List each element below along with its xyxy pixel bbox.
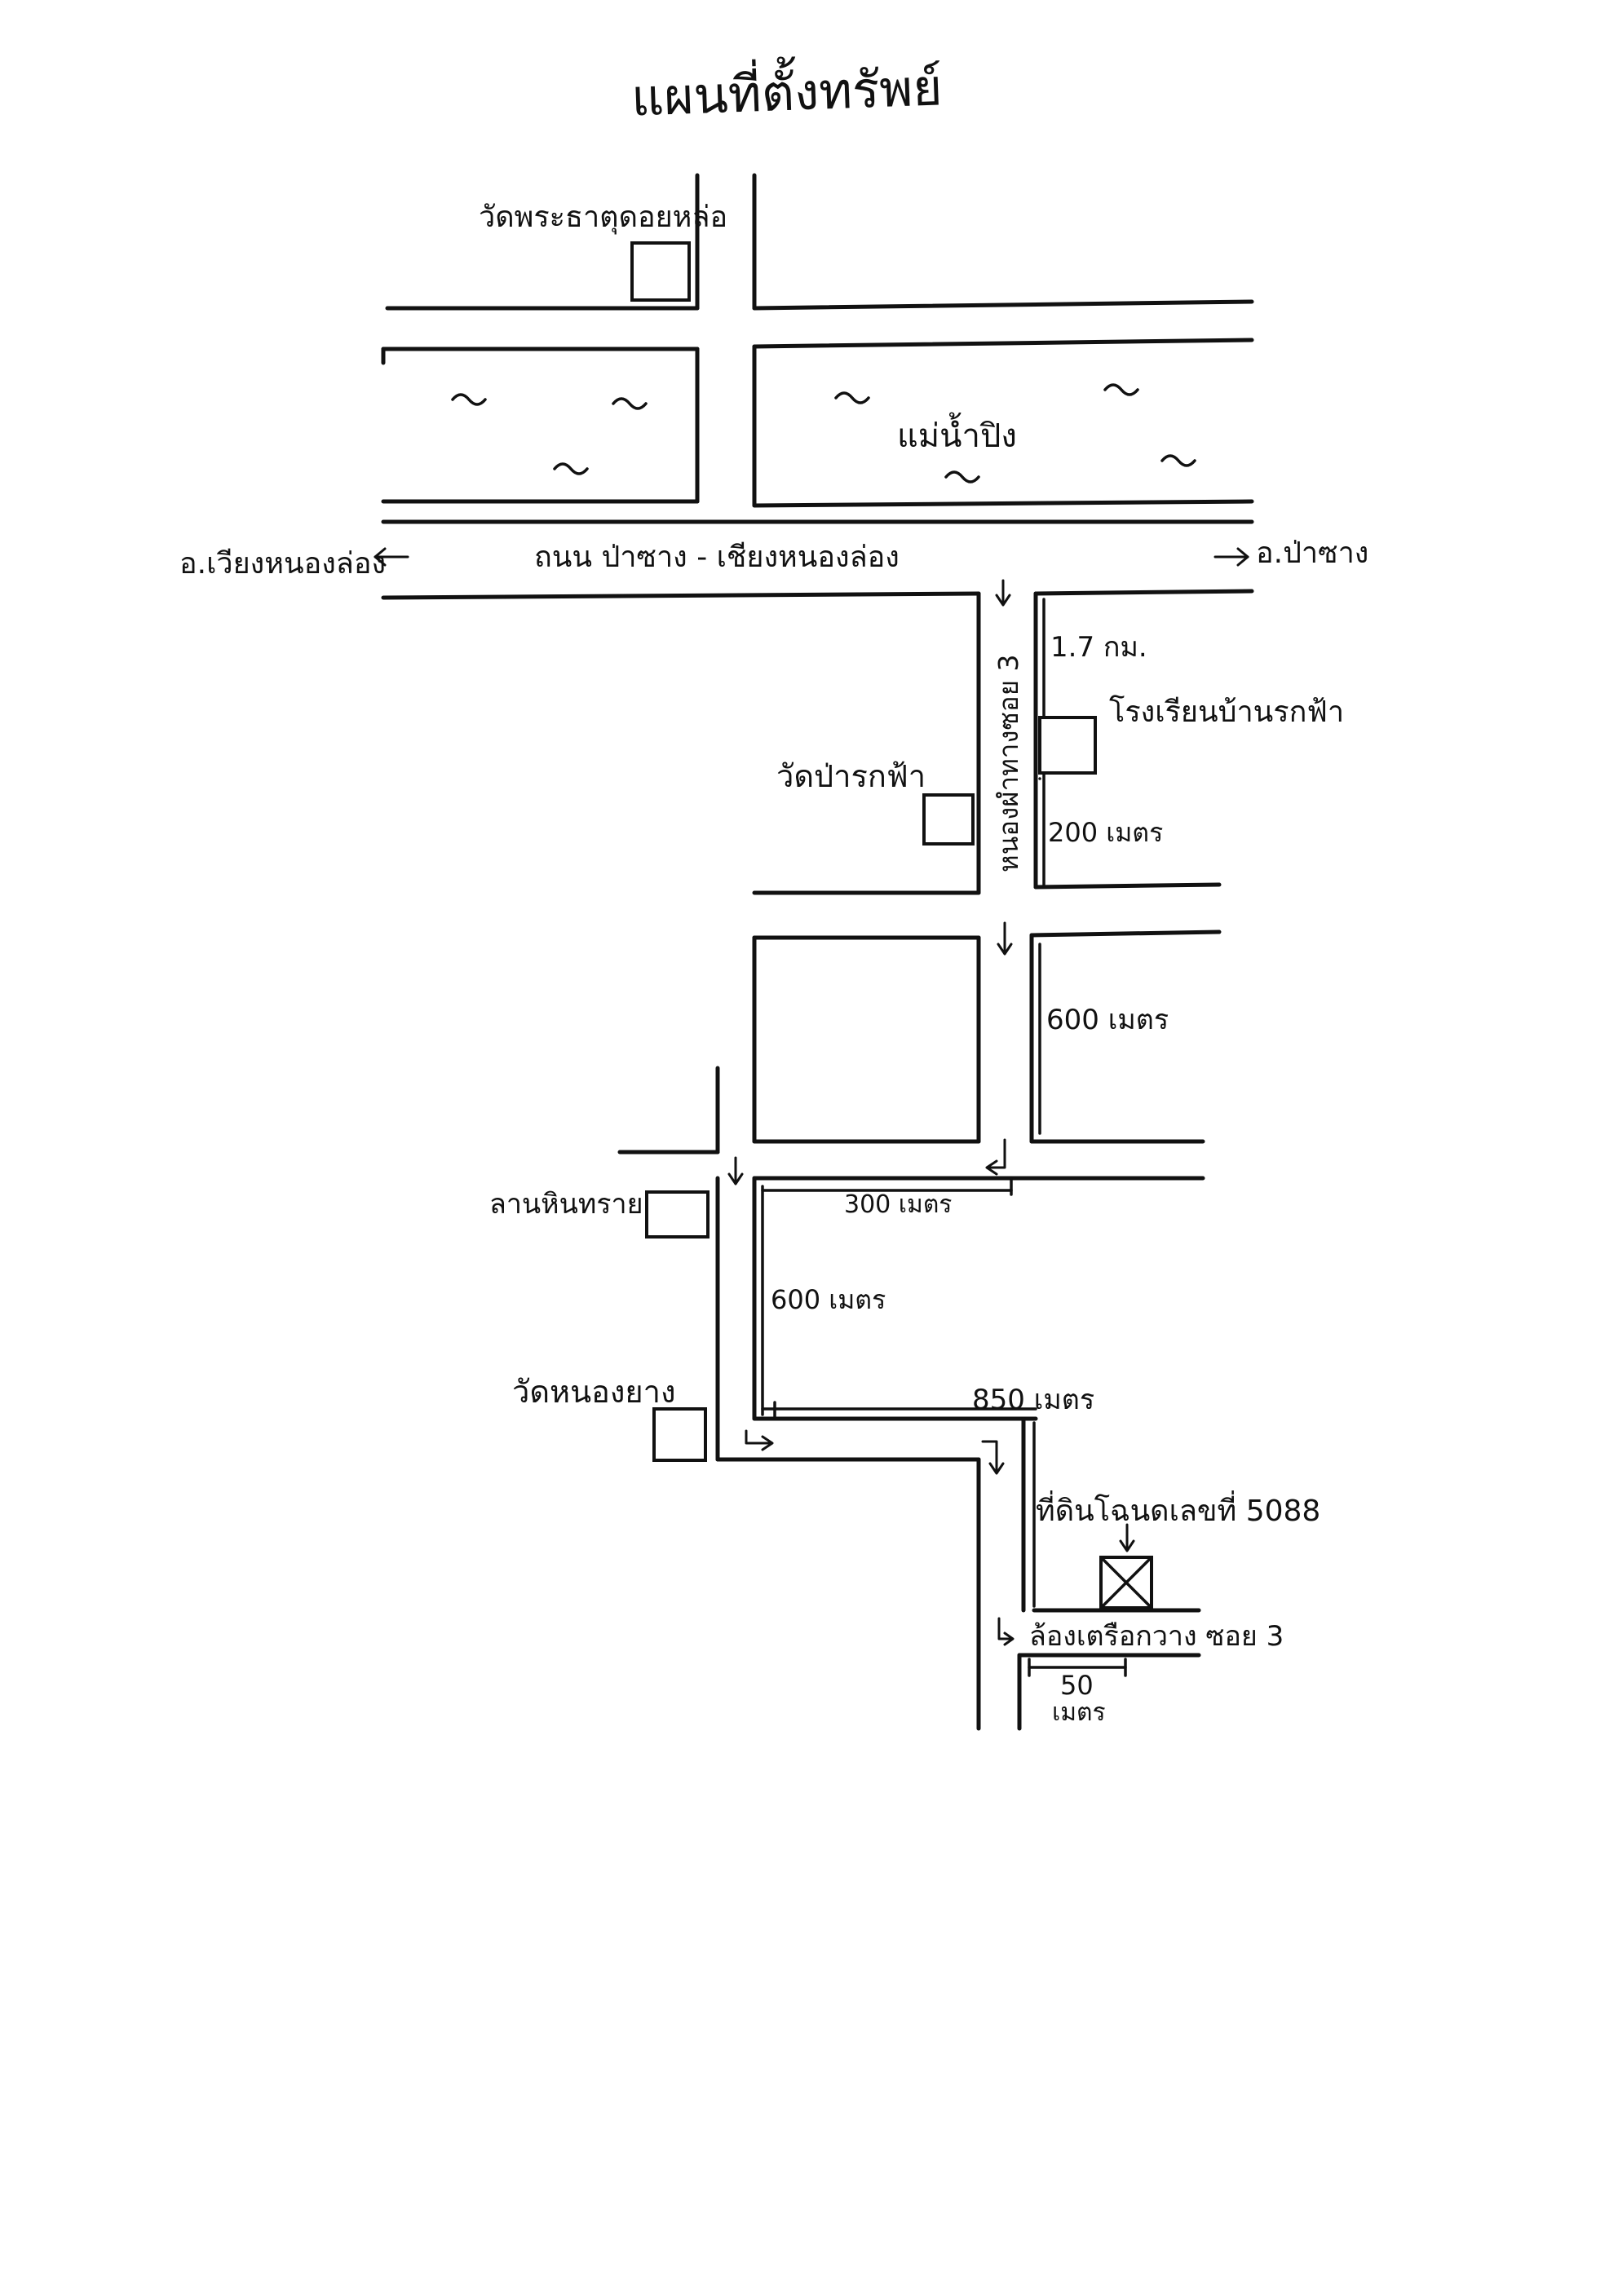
southern-lane	[715, 1401, 1201, 1731]
side-road-label: หนองผำทางซอย 3	[992, 654, 1024, 872]
river-label: แม่น้ำปิง	[897, 412, 1017, 455]
main-road-label: ถนน ป่าซาง - เชียงหนองล่อง	[534, 541, 900, 574]
turn-south-arrow-icon	[727, 1156, 744, 1186]
distance-5: 600 เมตร	[771, 1284, 886, 1315]
crossroad-west	[617, 1066, 1205, 1462]
river-ping	[381, 338, 1254, 524]
south-arrow-icon	[995, 579, 1013, 956]
lane-label: ล้องเตรือกวาง ซอย 3	[1029, 1620, 1284, 1653]
land-office-building-icon	[645, 1190, 710, 1239]
top-vertical-road	[695, 173, 757, 311]
distance-7-number: 50	[1060, 1670, 1094, 1701]
distance-1: 1.7 กม.	[1050, 631, 1147, 664]
distance-7-unit: เมตร	[1052, 1698, 1106, 1727]
plot-boxed-x-icon	[1099, 1556, 1153, 1609]
plot-pointer-arrow-icon	[1119, 1523, 1135, 1552]
school-building-icon	[1038, 716, 1097, 775]
right-destination-arrow-icon	[1214, 547, 1249, 567]
distance-3: 600 เมตร	[1046, 1004, 1169, 1036]
temple-top-label: วัดพระธาตุดอยหล่อ	[479, 201, 727, 235]
road-north-of-river	[385, 299, 1254, 311]
temple-nongyao-label: วัดหนองยาง	[512, 1374, 676, 1410]
temple-parakfa-label: วัดป่ารกฟ้า	[776, 758, 926, 794]
distance-6: 850 เมตร	[972, 1384, 1094, 1416]
water-tilde-icons	[451, 383, 1196, 483]
turn-left-arrow-icon	[985, 1138, 1006, 1176]
main-road-south-edge	[381, 589, 1254, 600]
land-office-label: ลานหินทราย	[489, 1188, 643, 1221]
temple-top-building-icon	[630, 241, 691, 302]
map-title: แผนที่ตั้งทรัพย์	[630, 51, 944, 127]
plot-label: ที่ดินโฉนดเลขที่ 5088	[1036, 1490, 1320, 1528]
left-destination-label: อ.เวียงหนองล่อง	[179, 547, 386, 581]
lane-arrow-icon	[745, 1429, 1015, 1646]
right-destination-label: อ.ป่าซาง	[1256, 536, 1368, 570]
temple-nongyao-building-icon	[652, 1407, 707, 1462]
distance-2: 200 เมตร	[1048, 817, 1163, 848]
side-road-soi3	[752, 591, 1222, 1144]
school-label: โรงเรียนบ้านรกฟ้า	[1109, 695, 1344, 729]
temple-parakfa-building-icon	[922, 793, 975, 846]
left-destination-arrow-icon	[374, 547, 409, 567]
distance-4: 300 เมตร	[844, 1190, 952, 1219]
